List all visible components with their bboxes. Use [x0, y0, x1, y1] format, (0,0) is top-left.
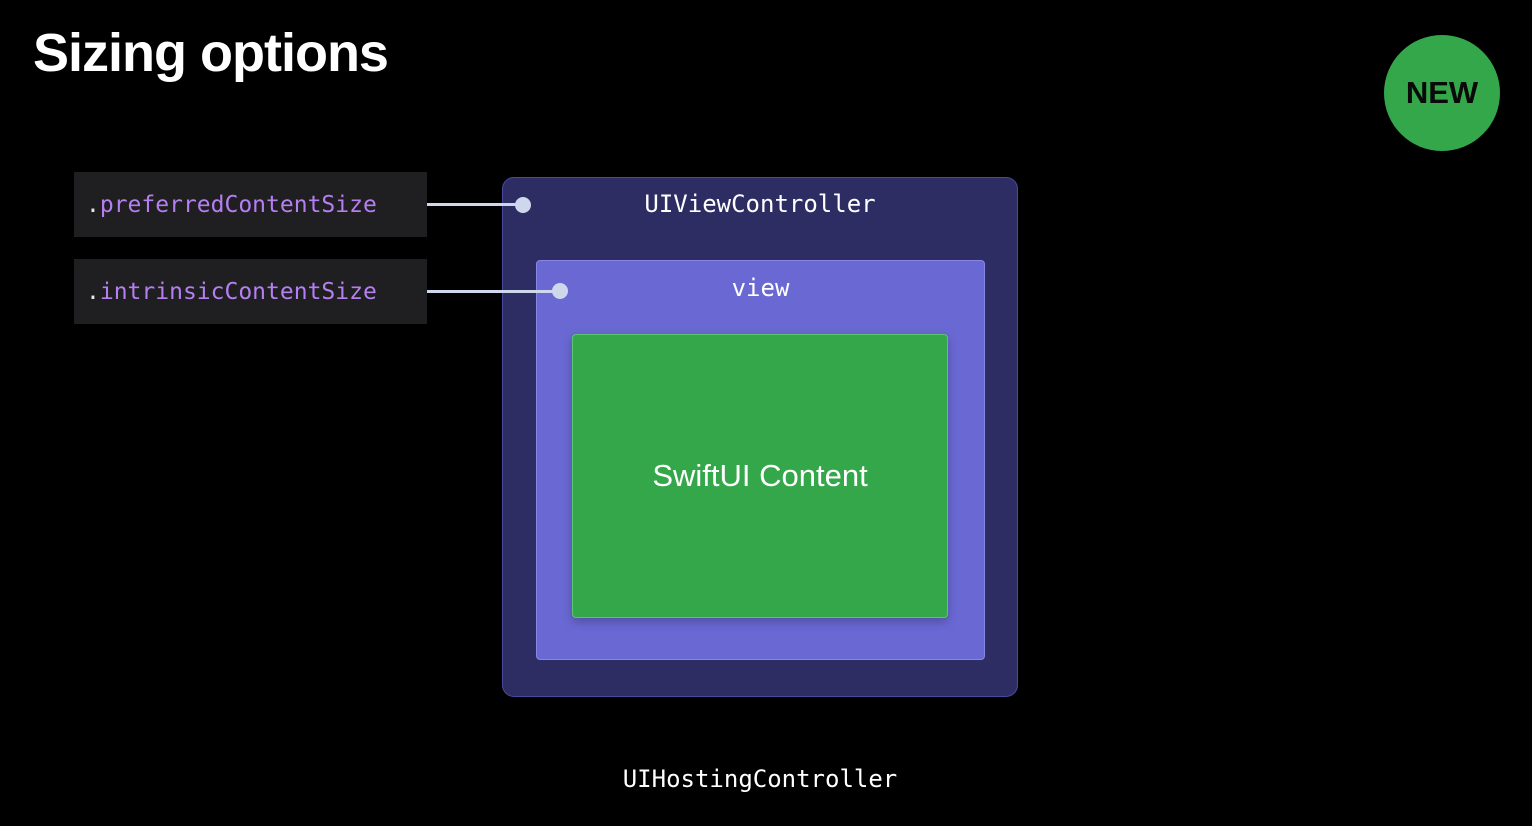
intrinsic-content-size-label: .intrinsicContentSize: [74, 259, 427, 324]
view-controller-label: UIViewController: [644, 190, 876, 218]
intrinsic-connector-dot: [552, 283, 568, 299]
swiftui-content-label: SwiftUI Content: [652, 458, 868, 493]
property-name: preferredContentSize: [99, 191, 377, 218]
intrinsic-connector-line: [427, 290, 560, 293]
property-dot: .: [86, 278, 100, 305]
new-badge: NEW: [1384, 35, 1500, 151]
swiftui-content-box: SwiftUI Content: [572, 334, 948, 618]
view-label: view: [731, 274, 790, 302]
property-name: intrinsicContentSize: [99, 278, 377, 305]
page-title: Sizing options: [33, 23, 389, 83]
preferred-content-size-label: .preferredContentSize: [74, 172, 427, 237]
hosting-controller-label: UIHostingController: [622, 765, 898, 793]
preferred-connector-line: [427, 203, 523, 206]
property-dot: .: [86, 191, 100, 218]
preferred-connector-dot: [515, 197, 531, 213]
